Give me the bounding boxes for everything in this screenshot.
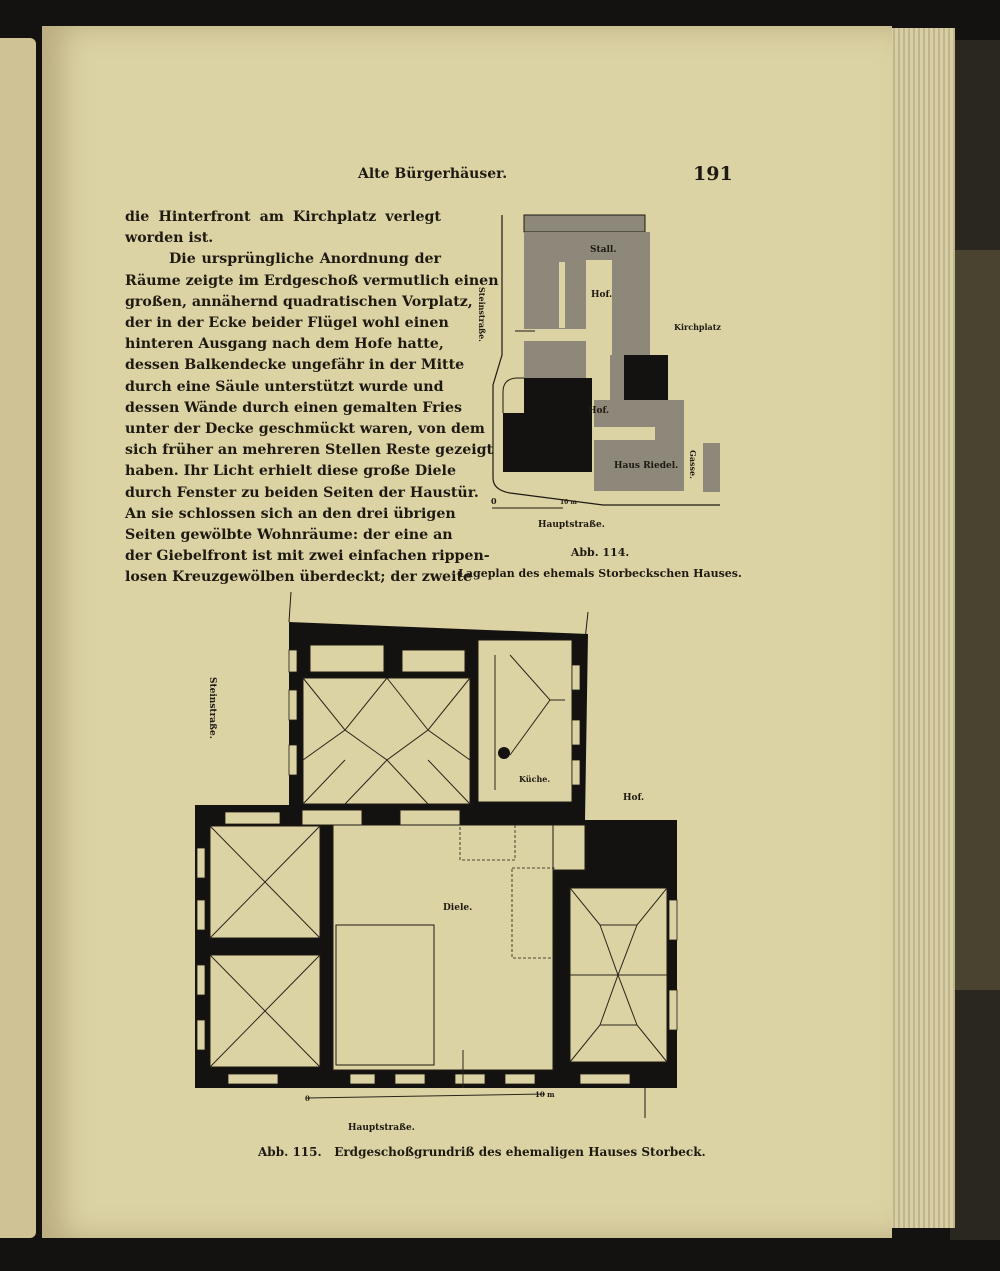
label-diele: Diele. (443, 903, 472, 913)
page-number: 191 (693, 163, 733, 185)
text-line: die Hinterfront am Kirchplatz verlegt (125, 209, 441, 225)
page-edges (880, 28, 955, 1228)
label-hauptstrasse: Hauptstraße. (348, 1123, 415, 1133)
text-line: der Giebelfront ist mit zwei einfachen r… (125, 548, 490, 565)
label-haus-riedel: Haus Riedel. (614, 461, 678, 471)
text-line: durch Fenster zu beiden Seiten der Haust… (125, 484, 479, 501)
label-steinstrasse: Steinstraße. (207, 677, 217, 739)
text-line: der in der Ecke beider Flügel wohl einen (125, 315, 449, 332)
label-hauptstrasse: Hauptstraße. (538, 520, 605, 530)
text-line: losen Kreuzgewölben überdeckt; der zweit… (125, 569, 473, 586)
text-line: worden ist. (125, 230, 214, 247)
label-stall: Stall. (590, 245, 616, 255)
text-line: dessen Balkendecke ungefähr in der Mitte (125, 357, 465, 374)
text-line: durch eine Säule unterstützt wurde und (125, 378, 444, 395)
text-line: An sie schlossen sich an den drei übrige… (125, 505, 456, 522)
label-steinstrasse: Steinstraße. (477, 287, 487, 342)
label-hof: Hof. (623, 793, 644, 803)
text-line: hinteren Ausgang nach dem Hofe hatte, (125, 336, 444, 353)
text-line: dessen Wände durch einen gemalten Fries (125, 399, 462, 416)
facing-page-edge (0, 38, 36, 1238)
floor-plan-figure: Steinstraße. Küche. Hof. Diele. 0 10 m H… (195, 591, 706, 1159)
label-hof-top: Hof. (591, 290, 612, 300)
scale-zero: 0 (305, 1094, 310, 1103)
text-line: großen, annähernd quadratischen Vorplatz… (125, 293, 473, 310)
text-line: Räume zeigte im Erdgeschoß vermutlich ei… (125, 272, 499, 289)
text-line: sich früher an mehreren Stellen Reste ge… (125, 442, 494, 459)
scale-end: 10 m (535, 1090, 555, 1099)
figure-115-caption: Abb. 115. Erdgeschoßgrundriß des ehemali… (257, 1145, 706, 1159)
text-line: haben. Ihr Licht erhielt diese große Die… (125, 463, 456, 480)
body-text: die Hinterfront am Kirchplatz verlegt wo… (125, 207, 499, 589)
book-cover-band (955, 250, 1000, 990)
figure-114-number: Abb. 114. (570, 546, 629, 559)
site-plan-figure: Stall. Hof. Kirchplatz Hof. Haus Riedel.… (458, 214, 742, 580)
scale-end: 10 m (560, 499, 577, 506)
label-gasse: Gasse. (688, 450, 698, 479)
text-line: Seiten gewölbte Wohnräume: der eine an (125, 527, 453, 544)
label-hof-mid: Hof. (588, 406, 609, 416)
running-head: Alte Bürgerhäuser. (358, 166, 508, 182)
scale-zero: 0 (491, 496, 497, 506)
label-kueche: Küche. (519, 774, 550, 784)
label-kirchplatz: Kirchplatz (674, 322, 721, 332)
figure-114-caption: Lageplan des ehemals Storbeckschen Hause… (458, 567, 742, 580)
text-line: unter der Decke geschmückt waren, von de… (125, 421, 485, 438)
text-line: Die ursprüngliche Anordnung der (169, 251, 441, 268)
